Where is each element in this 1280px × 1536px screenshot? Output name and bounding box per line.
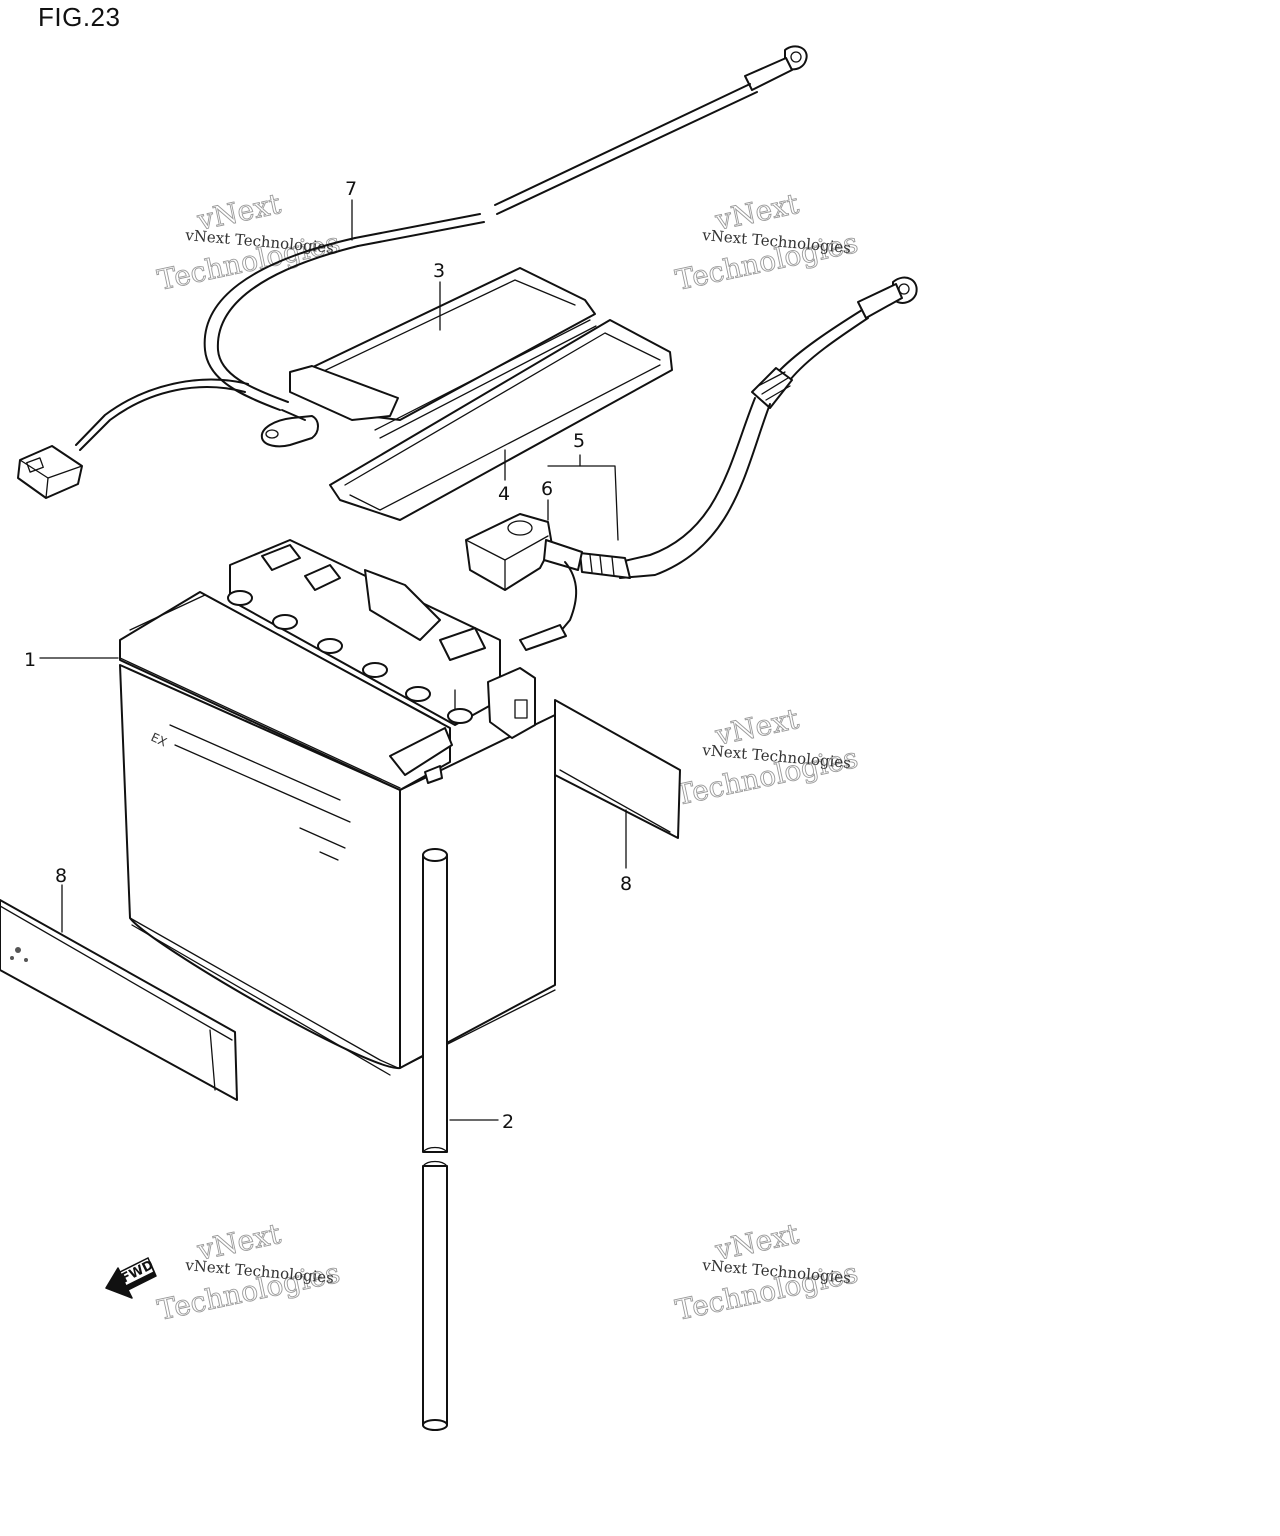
callout-4: 4: [498, 483, 510, 505]
callout-6: 6: [541, 478, 553, 500]
svg-text:EX: EX: [149, 730, 169, 749]
callout-1: 1: [24, 649, 36, 671]
part-4-battery-strap-lower: [329, 319, 673, 521]
part-7-negative-cable: [17, 45, 808, 499]
leader-5: [547, 465, 619, 541]
callout-3: 3: [433, 260, 445, 282]
part-2-breather-hose: [422, 848, 448, 1431]
watermark-middle-right: vNext Technologies vNext Technologies: [672, 702, 861, 813]
callout-5: 5: [573, 430, 585, 452]
watermark-bottom-right: vNext Technologies vNext Technologies: [672, 1217, 861, 1328]
part-1-battery: EX: [119, 539, 556, 1076]
part-8-battery-pad-right: [554, 699, 681, 839]
forward-arrow-icon: FWD: [105, 1256, 157, 1299]
callout-2: 2: [502, 1111, 514, 1133]
callout-8-right: 8: [620, 873, 632, 895]
part-6-terminal-cover: [465, 513, 583, 651]
callout-8-left: 8: [55, 865, 67, 887]
part-8-battery-pad-left: [0, 899, 238, 1101]
watermark-top-right: vNext Technologies vNext Technologies: [672, 187, 861, 298]
figure-title: FIG.23: [38, 2, 121, 32]
callout-7: 7: [345, 178, 357, 200]
watermark-top-left: vNext Technologies vNext Technologies: [154, 187, 343, 298]
part-5-positive-cable: [579, 276, 918, 579]
callout-leaders: [39, 199, 627, 1121]
part-3-battery-strap-upper: [289, 267, 597, 439]
watermark-bottom-left: vNext Technologies vNext Technologies: [154, 1217, 343, 1328]
